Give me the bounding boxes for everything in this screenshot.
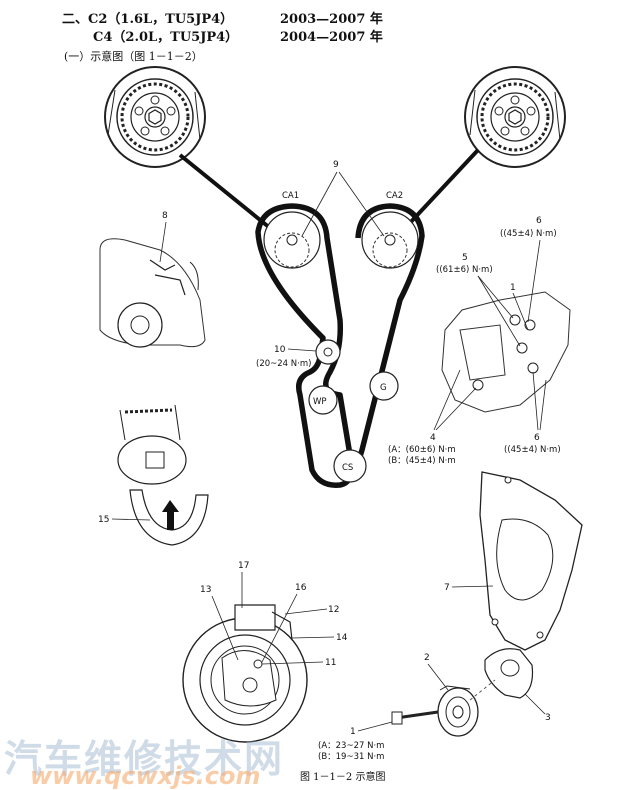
label-4: 4: [430, 433, 436, 443]
header-model-c4: C4（2.0L，TU5JP4）: [93, 30, 239, 45]
torque-6-bottom: ((45±4) N·m): [504, 445, 561, 455]
label-cs: CS: [342, 463, 353, 473]
label-8: 8: [162, 211, 168, 221]
engine-detail-8: [99, 238, 206, 348]
torque-5: ((61±6) N·m): [436, 265, 493, 275]
label-9: 9: [333, 160, 339, 170]
crankshaft-sprocket-detail-15: [117, 404, 209, 546]
label-15: 15: [98, 515, 109, 525]
camshaft-sprocket-detail-right: [464, 66, 566, 168]
label-wp: WP: [313, 397, 327, 407]
crankshaft-pulley-assembly: [391, 648, 534, 737]
header-years-c2: 2003—2007 年: [280, 12, 383, 27]
watermark-url: www.qcwxjs.com: [30, 762, 261, 790]
label-17: 17: [238, 561, 249, 571]
label-ca1: CA1: [282, 191, 299, 201]
label-7: 7: [444, 583, 450, 593]
timing-cover-7: [479, 471, 583, 651]
label-12: 12: [328, 605, 339, 615]
crankshaft-pulley: CS: [333, 449, 367, 483]
tensioner-pulley-10: [315, 339, 341, 365]
camshaft-pulley-ca2: [361, 211, 419, 269]
torque-4b: (B：(45±4) N·m: [388, 456, 456, 466]
camshaft-pulley-ca1: [263, 211, 321, 269]
torque-6-top: ((45±4) N·m): [500, 229, 557, 239]
water-pump-pulley: WP: [308, 385, 338, 415]
figure-caption: 图 1－1－2 示意图: [300, 772, 386, 783]
label-3: 3: [545, 713, 551, 723]
detail-connector-right: [406, 148, 480, 227]
torque-10: (20~24 N·m): [256, 359, 311, 369]
torque-1a: (A：23~27 N·m: [318, 741, 384, 751]
torque-4a: (A：(60±6) N·m: [388, 445, 456, 455]
label-10: 10: [274, 345, 286, 355]
label-5: 5: [462, 253, 468, 263]
label-16: 16: [295, 583, 307, 593]
label-13: 13: [200, 585, 211, 595]
torque-1b: (B：19~31 N·m: [318, 752, 384, 762]
header-model-c2: 二、C2（1.6L，TU5JP4）: [62, 12, 234, 27]
label-g: G: [380, 383, 387, 393]
tensioner-detail: [182, 604, 308, 743]
label-1: 1: [350, 727, 356, 737]
label-6-top: 6: [536, 216, 542, 226]
camshaft-sprocket-detail-left: [104, 66, 206, 168]
section-title: (一）示意图（图 1－1－2）: [64, 50, 203, 63]
label-14: 14: [336, 633, 348, 643]
label-1-tensioner: 1: [510, 283, 516, 293]
label-11: 11: [325, 658, 336, 668]
header-years-c4: 2004—2007 年: [280, 30, 383, 45]
label-2: 2: [424, 653, 430, 663]
idler-pulley-g: G: [369, 371, 399, 401]
label-ca2: CA2: [386, 191, 403, 201]
watermark-text: 汽车维修技术网: [4, 737, 285, 781]
detail-connector-left: [178, 153, 272, 230]
label-6-bottom: 6: [534, 433, 540, 443]
